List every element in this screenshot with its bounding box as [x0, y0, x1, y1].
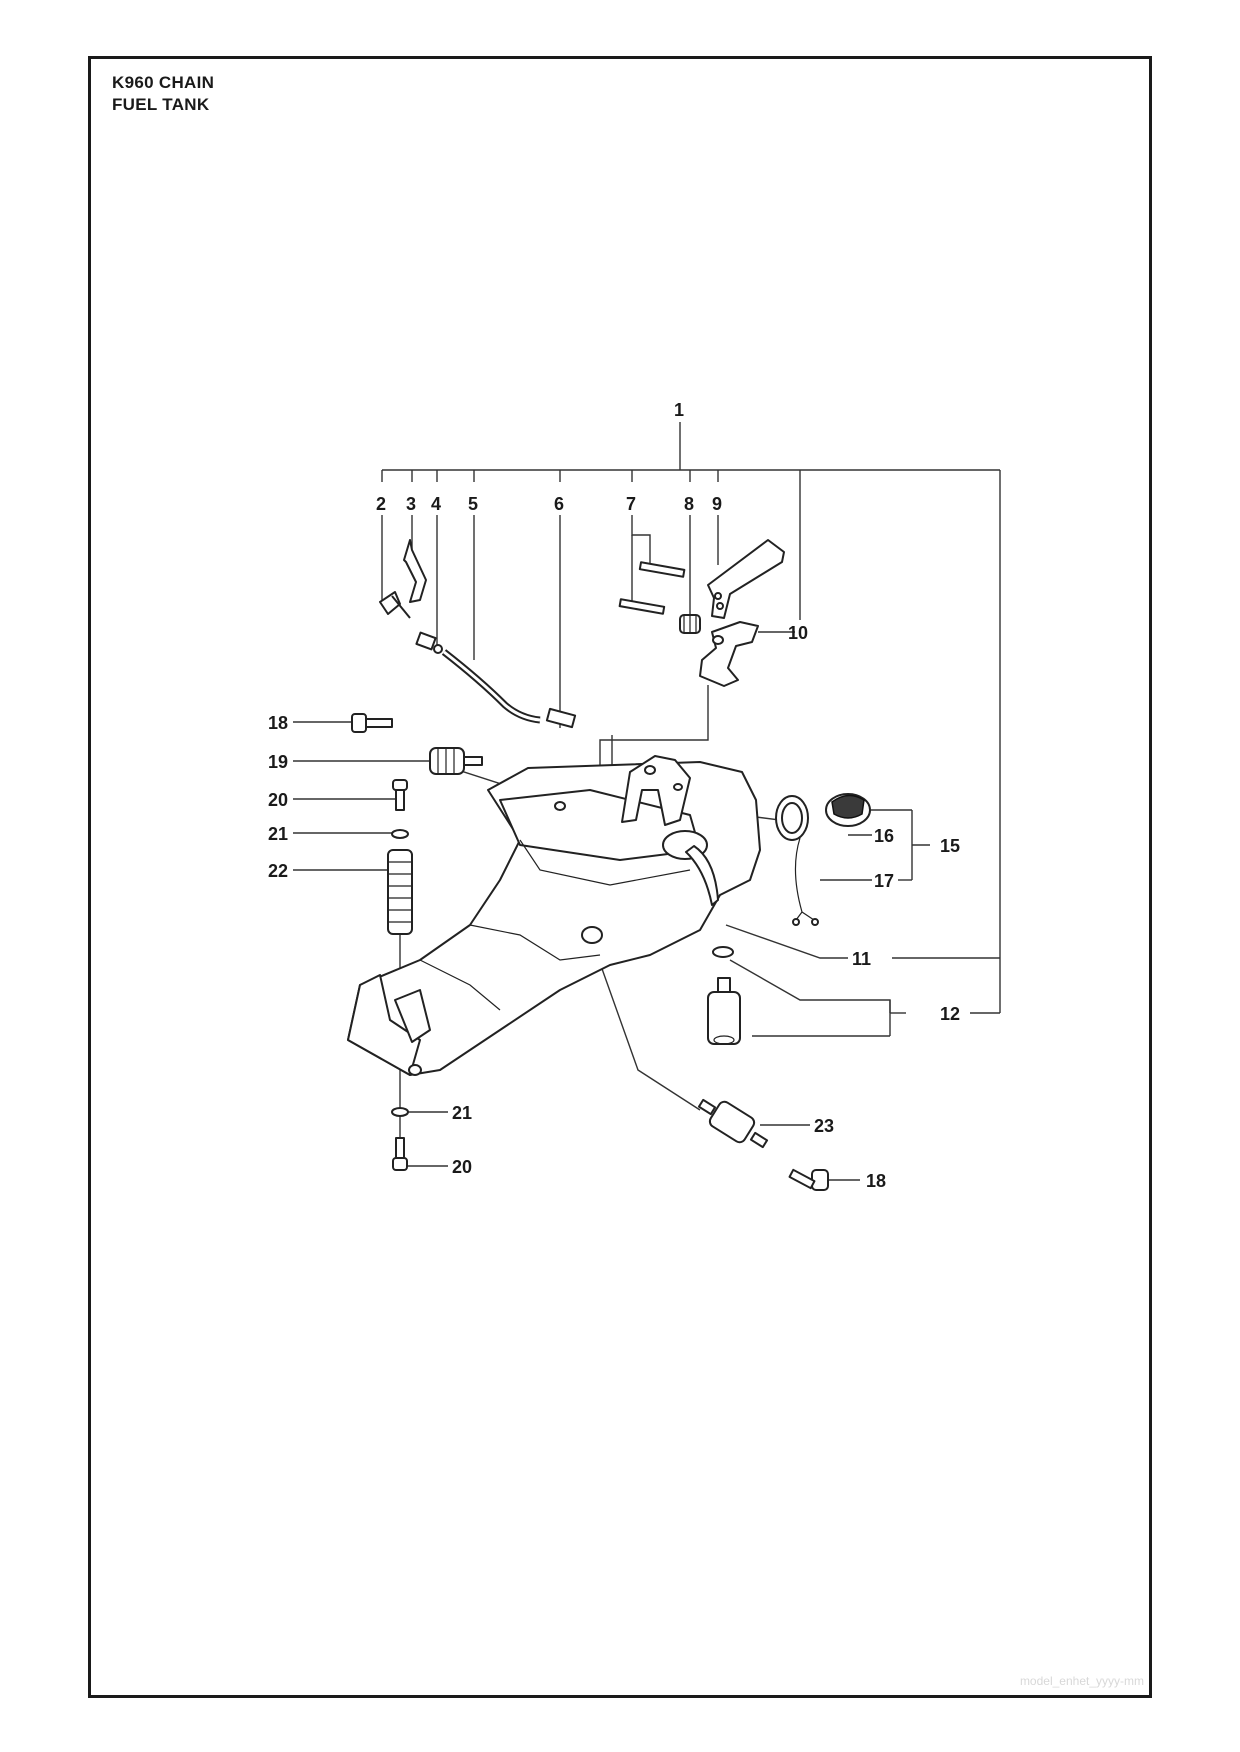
callout-2: 2	[376, 494, 386, 514]
callout-3: 3	[406, 494, 416, 514]
callout-17: 17	[874, 871, 894, 891]
callout-18-bottom: 18	[866, 1171, 886, 1191]
callout-1: 1	[674, 400, 684, 420]
callout-labels: 1 2 3 4 5 6 7 8 9 10 11 12 15 16 17 18 1…	[268, 400, 960, 1191]
fuel-filter	[707, 946, 741, 1045]
fuel-tank-body	[347, 755, 761, 1076]
callout-22: 22	[268, 861, 288, 881]
throttle-trigger	[699, 621, 759, 687]
title-model: K960 CHAIN	[112, 73, 215, 92]
spring-small	[679, 614, 701, 634]
callout-18-top: 18	[268, 713, 288, 733]
callout-19: 19	[268, 752, 288, 772]
callout-6: 6	[554, 494, 564, 514]
av-buffer-spring-19	[429, 747, 483, 775]
callout-20-top: 20	[268, 790, 288, 810]
hose-sleeve	[545, 707, 577, 729]
callout-7: 7	[626, 494, 636, 514]
callout-23: 23	[814, 1116, 834, 1136]
fuel-cap-assembly	[775, 793, 871, 926]
callout-4: 4	[431, 494, 441, 514]
callout-11: 11	[852, 949, 871, 969]
callout-8: 8	[684, 494, 694, 514]
page-title: K960 CHAIN FUEL TANK	[112, 72, 214, 116]
pins	[618, 561, 686, 615]
callout-10: 10	[788, 623, 808, 643]
screw-20-top	[392, 779, 408, 811]
callout-9: 9	[712, 494, 722, 514]
screw-bottom	[788, 1168, 829, 1191]
washer-bottom	[391, 1107, 409, 1117]
callout-16: 16	[874, 826, 894, 846]
title-section: FUEL TANK	[112, 95, 210, 114]
bent-tube	[403, 539, 427, 603]
hose-connector	[415, 631, 443, 654]
screw-20-bottom	[392, 1137, 408, 1171]
callout-21-bottom: 21	[452, 1103, 472, 1123]
throttle-lock-lever	[707, 539, 785, 619]
washer-top	[391, 829, 409, 839]
callout-12: 12	[940, 1004, 960, 1024]
callout-20-bottom: 20	[452, 1157, 472, 1177]
callout-21-top: 21	[268, 824, 288, 844]
elbow-fitting	[379, 591, 411, 619]
callout-5: 5	[468, 494, 478, 514]
screw-top	[351, 713, 393, 733]
footer-watermark: model_enhet_yyyy-mm	[1019, 1674, 1144, 1688]
callout-15: 15	[940, 836, 960, 856]
av-buffer-spring-22	[387, 849, 413, 935]
page-frame	[88, 56, 1152, 1698]
av-buffer-spring-23	[697, 1098, 769, 1149]
